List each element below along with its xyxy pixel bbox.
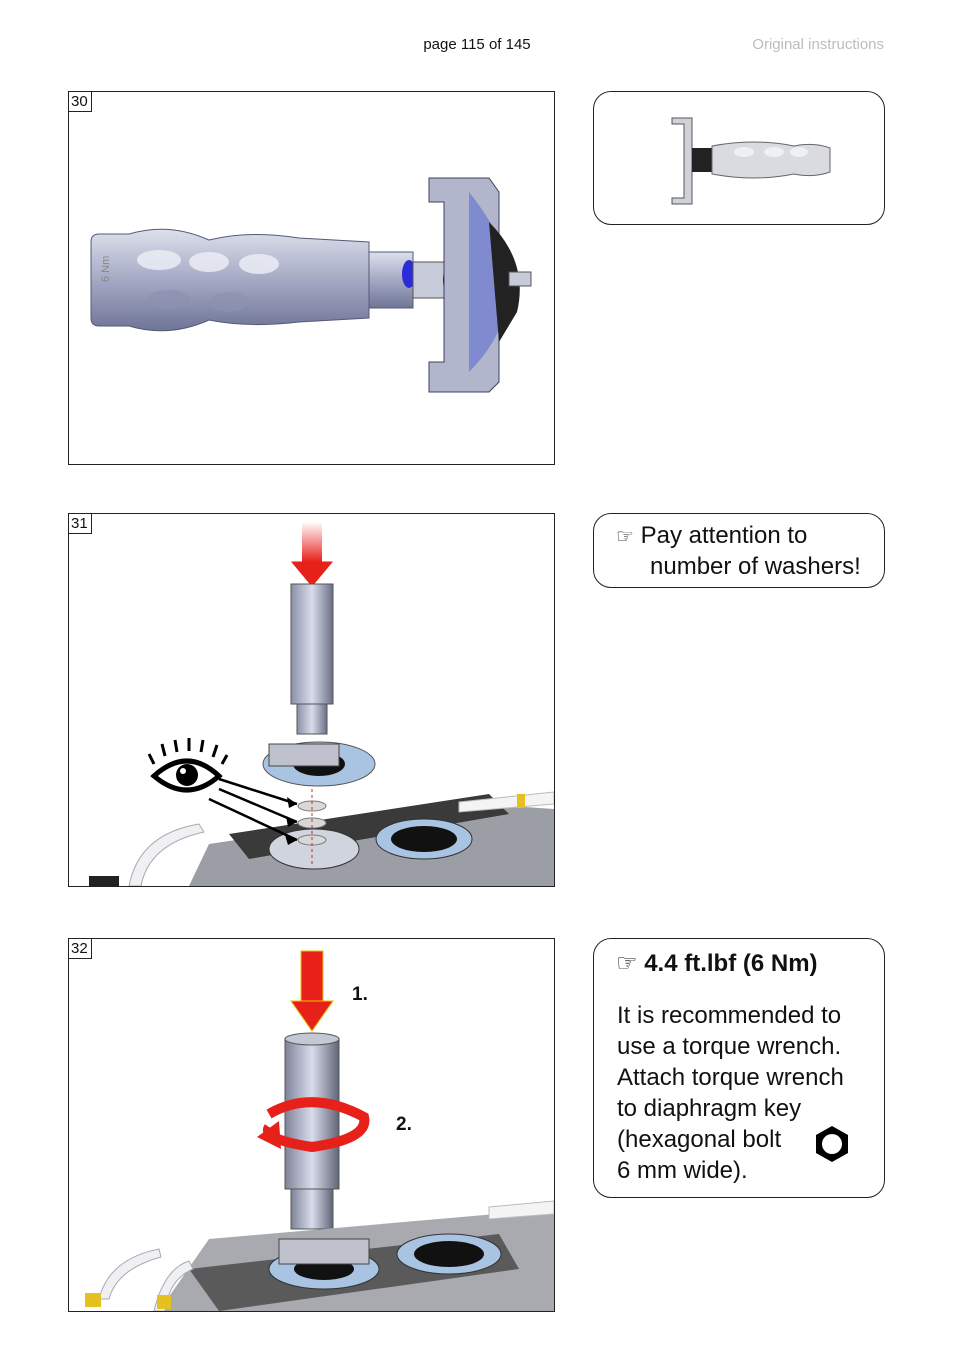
torque-line-1: It is recommended to bbox=[617, 1002, 842, 1029]
pointing-hand-icon: ☞ bbox=[616, 950, 638, 977]
rotate-arrow-icon bbox=[257, 1121, 281, 1149]
callout-line-2: number of washers! bbox=[650, 553, 861, 580]
hexagonal-bolt-icon bbox=[816, 1126, 848, 1162]
torque-callout: ☞ 4.4 ft.lbf (6 Nm) It is recommended to… bbox=[593, 938, 885, 1198]
figure-32: 32 1. 2. bbox=[68, 938, 555, 1312]
step-1-label: 1. bbox=[352, 984, 368, 1005]
document-label: Original instructions bbox=[752, 36, 884, 53]
page-number: page 115 of 145 bbox=[423, 36, 531, 53]
step-2-label: 2. bbox=[396, 1114, 412, 1135]
figure-number: 31 bbox=[69, 514, 92, 534]
figure-31: 31 bbox=[68, 513, 555, 887]
diaphragm-key-thumbnail bbox=[671, 117, 831, 205]
figure-number: 30 bbox=[69, 92, 92, 112]
tool-callout bbox=[593, 91, 885, 225]
handle-engraving: 6 Nm bbox=[100, 256, 112, 282]
torque-value: 4.4 ft.lbf (6 Nm) bbox=[644, 950, 818, 977]
torque-line-2: use a torque wrench. bbox=[617, 1033, 842, 1060]
callout-line-1: Pay attention to bbox=[640, 522, 808, 549]
figure-30: 30 6 Nm bbox=[68, 91, 555, 465]
torque-line-3: Attach torque wrench bbox=[617, 1064, 844, 1091]
torque-line-6: 6 mm wide). bbox=[617, 1157, 748, 1184]
washer-installation-illustration bbox=[89, 522, 554, 886]
pointing-hand-icon: ☞ bbox=[616, 526, 634, 548]
diaphragm-key-illustration: 6 Nm bbox=[90, 177, 532, 393]
washers-callout: ☞ Pay attention to number of washers! bbox=[593, 513, 885, 588]
figure-number: 32 bbox=[69, 939, 92, 959]
down-arrow-icon bbox=[290, 561, 334, 587]
down-arrow-icon bbox=[300, 950, 324, 1002]
down-arrow-icon bbox=[290, 1000, 334, 1032]
torque-tightening-illustration bbox=[85, 950, 554, 1311]
down-arrow-icon bbox=[302, 522, 322, 562]
torque-line-4: to diaphragm key bbox=[617, 1095, 802, 1122]
eye-icon bbox=[147, 738, 229, 793]
torque-line-5: (hexagonal bolt bbox=[617, 1126, 782, 1153]
